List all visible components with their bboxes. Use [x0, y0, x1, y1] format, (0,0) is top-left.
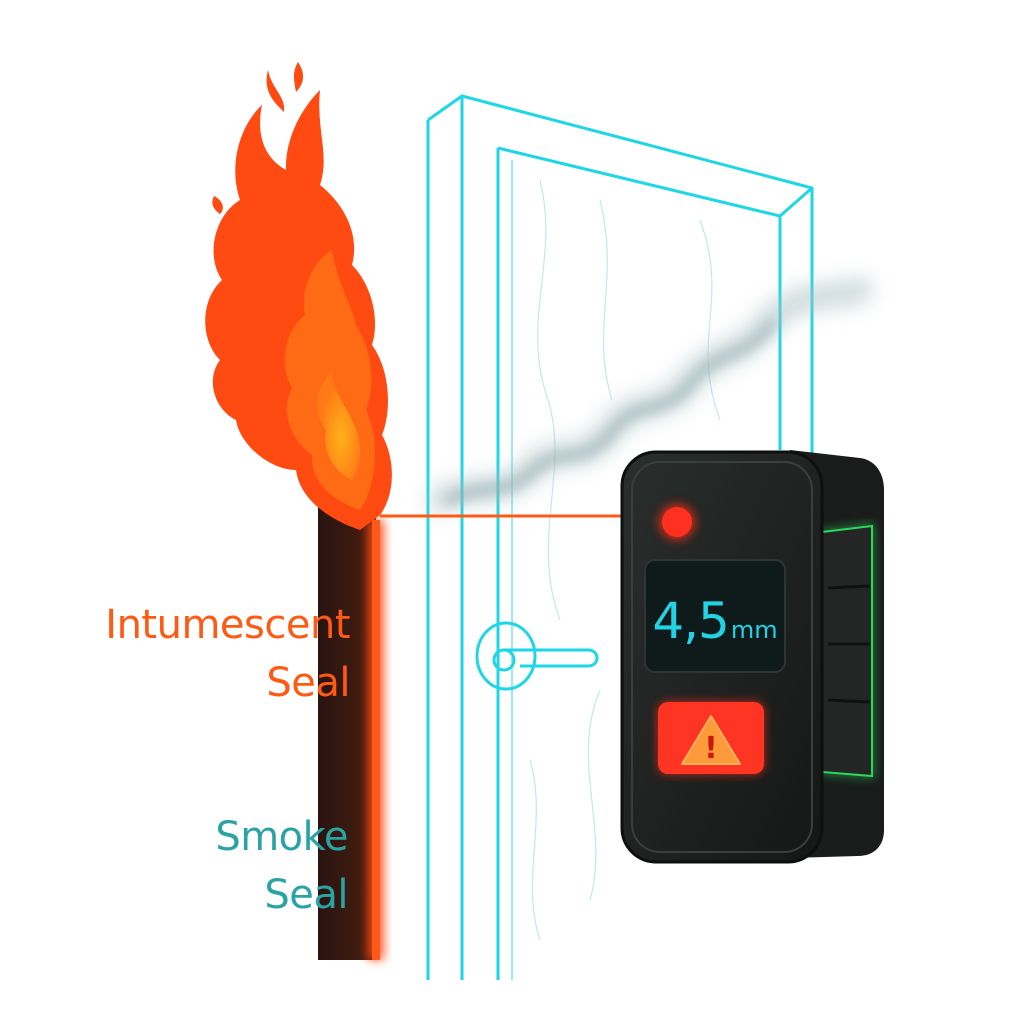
flame-icon	[205, 62, 392, 530]
warning-symbol: !	[704, 731, 718, 766]
intumescent-seal-label-line1: Intumescent	[105, 602, 350, 648]
status-led-icon	[659, 504, 695, 540]
intumescent-seal-strip	[300, 500, 400, 980]
reading-value: 4,5	[652, 592, 730, 650]
door-leaf	[496, 146, 782, 980]
intumescent-seal-label-line2: Seal	[266, 660, 350, 706]
reading-unit: mm	[730, 616, 778, 644]
smoke-seal-label-line2: Seal	[264, 872, 348, 918]
smoke-seal-label: Smoke Seal	[170, 808, 348, 924]
intumescent-seal-label: Intumescent Seal	[60, 596, 350, 712]
smoke-icon	[427, 277, 873, 513]
door-handle-icon	[475, 621, 599, 691]
smoke-seal-label-line1: Smoke	[215, 814, 348, 860]
measuring-device: !	[620, 450, 884, 864]
device-display	[644, 559, 786, 673]
warning-triangle-icon: !	[681, 715, 741, 766]
device-reading: 4,5 mm	[648, 574, 782, 668]
device-side-grip	[820, 524, 874, 778]
door-grain	[529, 179, 721, 941]
warning-button[interactable]: !	[658, 702, 764, 774]
